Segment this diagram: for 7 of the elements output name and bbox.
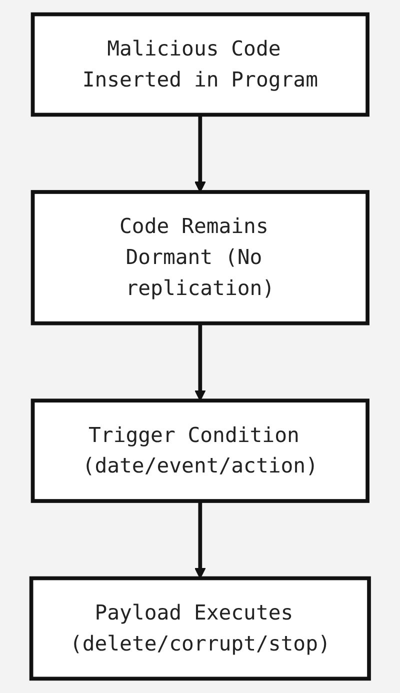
arrow [194, 323, 206, 402]
node-box: Payload Executes (delete/corrupt/stop) [29, 576, 371, 681]
node-box: Malicious Code Inserted in Program [30, 12, 370, 117]
node-box: Code Remains Dormant (No replication) [30, 190, 370, 326]
arrow [194, 114, 206, 192]
node-box: Trigger Condition (date/event/action) [30, 398, 370, 503]
arrow [194, 501, 206, 579]
